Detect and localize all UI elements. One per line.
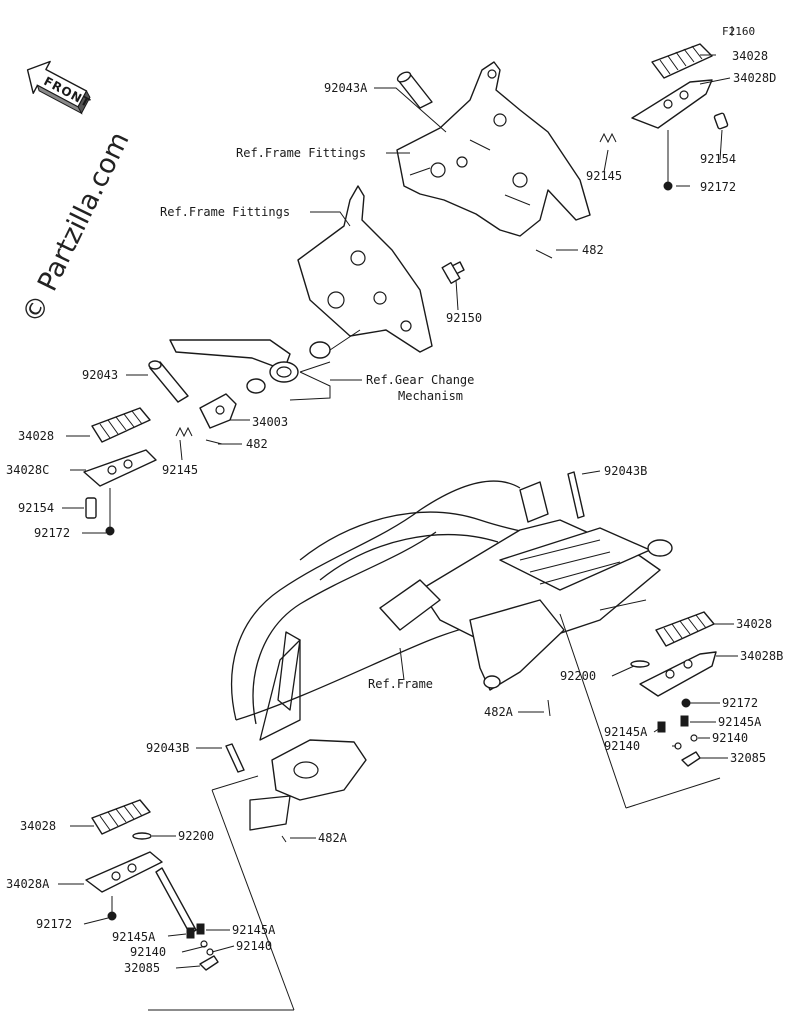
ref-frame-fittings-upper: Ref.Frame Fittings	[236, 146, 366, 160]
bolt-92150	[441, 261, 465, 284]
label-34028-left: 34028	[18, 429, 54, 443]
ball-92140-bottom-left	[200, 940, 214, 956]
label-32085-bottom-left: 32085	[124, 961, 160, 975]
figure-code: F2160	[722, 25, 755, 38]
label-92200-right: 92200	[560, 669, 596, 683]
bolt-92154-top-right	[713, 112, 729, 130]
clip-482a-right	[547, 699, 551, 717]
bolt-92172-bottom-left	[107, 896, 117, 921]
label-34028b: 34028B	[740, 649, 783, 663]
footpeg-rubber-34028-bottom-left	[91, 799, 151, 835]
label-92145-right: 92145	[586, 169, 622, 183]
bolt-92154-left	[85, 497, 97, 519]
spring-92145-right	[599, 132, 617, 144]
clip-482-right	[535, 249, 553, 259]
spring-92145a-right	[657, 715, 689, 733]
footpeg-bracket-34003	[199, 393, 237, 429]
label-34028d: 34028D	[733, 71, 776, 85]
label-92140-bottom-left-1: 92140	[130, 945, 166, 959]
label-34003: 34003	[252, 415, 288, 429]
right-footrest-bracket	[396, 61, 591, 237]
pin-32085-bottom-left	[199, 955, 219, 971]
label-482-left: 482	[246, 437, 268, 451]
label-32085-right: 32085	[730, 751, 766, 765]
label-92200-bottom-left: 92200	[178, 829, 214, 843]
ref-gear-change-line2: Mechanism	[398, 389, 463, 403]
pin-92043a	[396, 71, 433, 109]
footpeg-rubber-34028-right	[655, 611, 715, 647]
footpeg-rubber-34028-left	[91, 407, 151, 443]
label-34028-right: 34028	[736, 617, 772, 631]
label-92140-right-2: 92140	[712, 731, 748, 745]
label-482a-right: 482A	[484, 705, 514, 719]
washer-92200-bottom-left	[132, 832, 152, 840]
pin-92043b-bottom	[225, 743, 245, 773]
gear-change-lever	[169, 339, 331, 394]
label-482a-bottom-left: 482A	[318, 831, 348, 845]
label-92145a-bottom-left-1: 92145A	[112, 930, 156, 944]
pin-92043b-top	[567, 471, 585, 519]
ref-frame: Ref.Frame	[368, 677, 433, 691]
label-92172-bottom-left: 92172	[36, 917, 72, 931]
pin-shaft-bottom-left	[155, 867, 197, 935]
pin-32085-right	[681, 751, 701, 767]
bolt-92172-left	[105, 488, 115, 536]
ref-frame-fittings-left: Ref.Frame Fittings	[160, 205, 290, 219]
label-92154-top-right: 92154	[700, 152, 736, 166]
label-92145-left: 92145	[162, 463, 198, 477]
bolt-92172-top-right	[663, 130, 673, 191]
ref-gear-change-line1: Ref.Gear Change	[366, 373, 474, 387]
clip-482-left	[205, 439, 223, 445]
label-34028-top-right: 34028	[732, 49, 768, 63]
label-34028-bottom-left: 34028	[20, 819, 56, 833]
part-labels: 92043A 34028 34028D Ref.Frame Fittings 9…	[6, 49, 783, 975]
footpeg-bracket-34028b	[639, 651, 717, 697]
label-92172-top-right: 92172	[700, 180, 736, 194]
label-34028c: 34028C	[6, 463, 49, 477]
label-92140-right-1: 92140	[604, 739, 640, 753]
label-92043a: 92043A	[324, 81, 368, 95]
spring-92145-left	[175, 426, 193, 438]
watermark: © Partzilla.com	[16, 127, 135, 328]
pin-92043-left	[148, 360, 189, 403]
label-92145a-right-2: 92145A	[718, 715, 762, 729]
spring-92145a-bottom-left	[186, 923, 205, 939]
label-92154-left: 92154	[18, 501, 54, 515]
label-92043: 92043	[82, 368, 118, 382]
label-92043b-top: 92043B	[604, 464, 647, 478]
label-92172-right: 92172	[722, 696, 758, 710]
label-92172-left: 92172	[34, 526, 70, 540]
leader-lines	[58, 26, 738, 1011]
label-482-right: 482	[582, 243, 604, 257]
main-frame	[230, 480, 673, 831]
washer-92200-right	[630, 660, 650, 668]
ball-92140-right	[674, 734, 698, 750]
label-92145a-bottom-left-2: 92145A	[232, 923, 276, 937]
label-34028a: 34028A	[6, 877, 50, 891]
bolt-92172-right	[681, 698, 691, 708]
front-arrow-icon: FRONT	[26, 60, 93, 115]
footpeg-bracket-34028c	[83, 449, 157, 487]
label-92150: 92150	[446, 311, 482, 325]
footpeg-bracket-34028a	[85, 851, 163, 893]
footpeg-bracket-34028d	[631, 79, 713, 129]
label-92145a-right-1: 92145A	[604, 725, 648, 739]
left-footrest-bracket	[297, 185, 433, 353]
clip-482a-bottom-left	[281, 835, 287, 843]
label-92043b-bottom: 92043B	[146, 741, 189, 755]
footpeg-rubber-34028-top-right	[651, 43, 713, 79]
label-92140-bottom-left-2: 92140	[236, 939, 272, 953]
